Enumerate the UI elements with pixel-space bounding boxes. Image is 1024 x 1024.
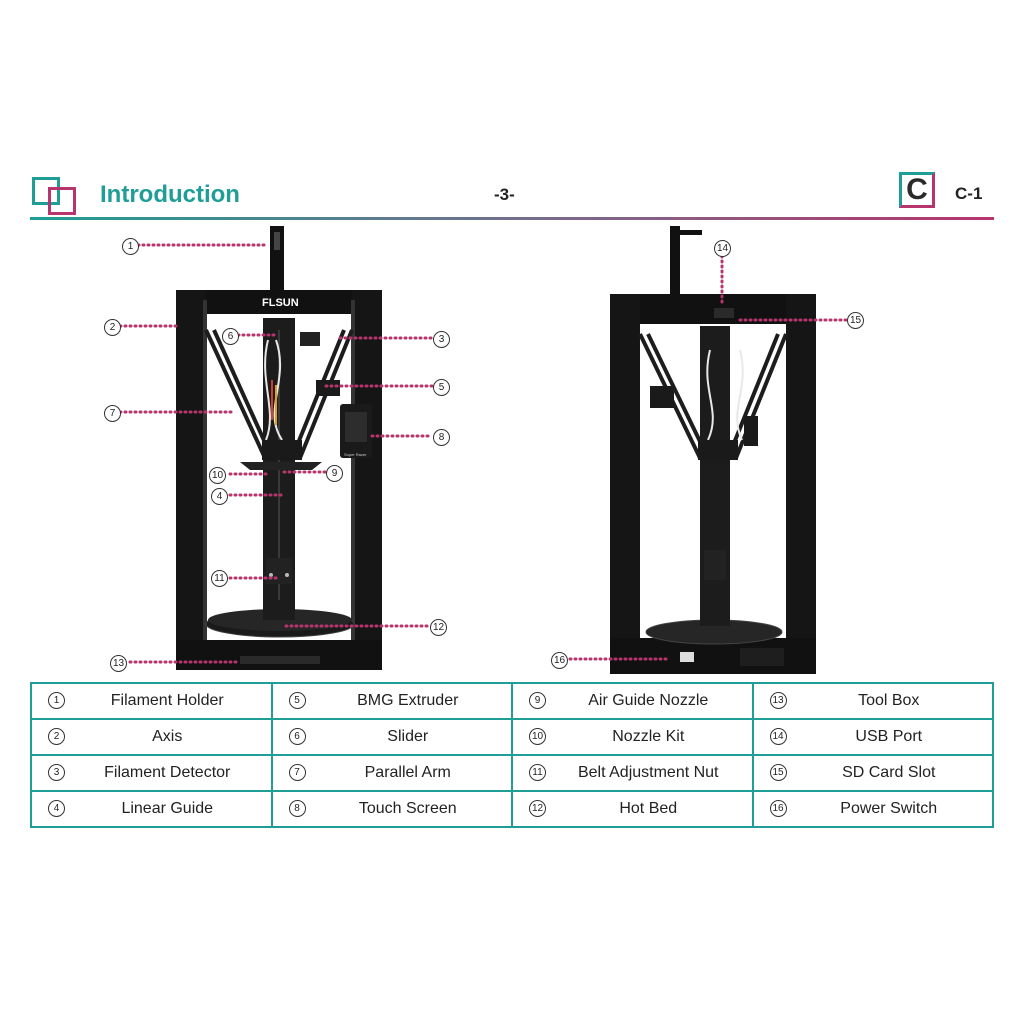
part-number: 2	[48, 728, 65, 745]
part-name: Filament Holder	[72, 684, 263, 718]
part-name: Filament Detector	[72, 756, 263, 790]
table-cell: 6 Slider	[272, 719, 513, 755]
part-name: USB Port	[794, 720, 985, 754]
part-name: Touch Screen	[313, 792, 504, 826]
front-printer-image	[176, 226, 382, 670]
part-name: Slider	[313, 720, 504, 754]
part-number: 8	[289, 800, 306, 817]
part-number: 1	[48, 692, 65, 709]
table-cell: 9 Air Guide Nozzle	[512, 683, 753, 719]
part-number: 7	[289, 764, 306, 781]
callout-14: 14	[714, 240, 731, 257]
part-name: Tool Box	[794, 684, 985, 718]
callout-2: 2	[104, 319, 121, 336]
part-number: 12	[529, 800, 546, 817]
callout-5: 5	[433, 379, 450, 396]
callout-11: 11	[211, 570, 228, 587]
part-name: Parallel Arm	[313, 756, 504, 790]
part-number: 16	[770, 800, 787, 817]
callout-1: 1	[122, 238, 139, 255]
back-printer-image	[610, 226, 816, 674]
table-cell: 4 Linear Guide	[31, 791, 272, 827]
part-name: Belt Adjustment Nut	[553, 756, 744, 790]
callout-7: 7	[104, 405, 121, 422]
callout-8: 8	[433, 429, 450, 446]
part-number: 3	[48, 764, 65, 781]
callout-16: 16	[551, 652, 568, 669]
part-name: Nozzle Kit	[553, 720, 744, 754]
table-cell: 1 Filament Holder	[31, 683, 272, 719]
table-row: 4 Linear Guide 8 Touch Screen 12 Hot Bed 16…	[31, 791, 993, 827]
callout-4-front: 4	[211, 488, 228, 505]
table-row: 3 Filament Detector 7 Parallel Arm 11 Belt …	[31, 755, 993, 791]
callout-15: 15	[847, 312, 864, 329]
table-cell: 7 Parallel Arm	[272, 755, 513, 791]
table-cell: 15 SD Card Slot	[753, 755, 994, 791]
table-cell: 10 Nozzle Kit	[512, 719, 753, 755]
part-name: SD Card Slot	[794, 756, 985, 790]
part-number: 15	[770, 764, 787, 781]
part-name: BMG Extruder	[313, 684, 504, 718]
part-number: 9	[529, 692, 546, 709]
part-number: 4	[48, 800, 65, 817]
part-number: 13	[770, 692, 787, 709]
part-number: 11	[529, 764, 546, 781]
table-cell: 16 Power Switch	[753, 791, 994, 827]
screen-label: Super Racer	[344, 452, 367, 457]
parts-table: 1 Filament Holder 5 BMG Extruder 9 Air Guid…	[30, 682, 994, 828]
part-name: Air Guide Nozzle	[553, 684, 744, 718]
table-cell: 11 Belt Adjustment Nut	[512, 755, 753, 791]
callout-12: 12	[430, 619, 447, 636]
callout-6: 6	[222, 328, 239, 345]
callout-10: 10	[209, 467, 226, 484]
callout-3: 3	[433, 331, 450, 348]
table-row: 1 Filament Holder 5 BMG Extruder 9 Air Guid…	[31, 683, 993, 719]
callout-9: 9	[326, 465, 343, 482]
part-number: 14	[770, 728, 787, 745]
table-cell: 2 Axis	[31, 719, 272, 755]
callout-13: 13	[110, 655, 127, 672]
table-cell: 3 Filament Detector	[31, 755, 272, 791]
table-row: 2 Axis 6 Slider 10 Nozzle Kit 14 USB Port	[31, 719, 993, 755]
table-cell: 5 BMG Extruder	[272, 683, 513, 719]
table-cell: 14 USB Port	[753, 719, 994, 755]
printer-logo-text: FLSUN	[262, 297, 299, 309]
part-number: 6	[289, 728, 306, 745]
part-number: 5	[289, 692, 306, 709]
part-name: Hot Bed	[553, 792, 744, 826]
table-cell: 13 Tool Box	[753, 683, 994, 719]
part-name: Linear Guide	[72, 792, 263, 826]
table-cell: 12 Hot Bed	[512, 791, 753, 827]
part-number: 10	[529, 728, 546, 745]
part-name: Power Switch	[794, 792, 985, 826]
table-cell: 8 Touch Screen	[272, 791, 513, 827]
part-name: Axis	[72, 720, 263, 754]
